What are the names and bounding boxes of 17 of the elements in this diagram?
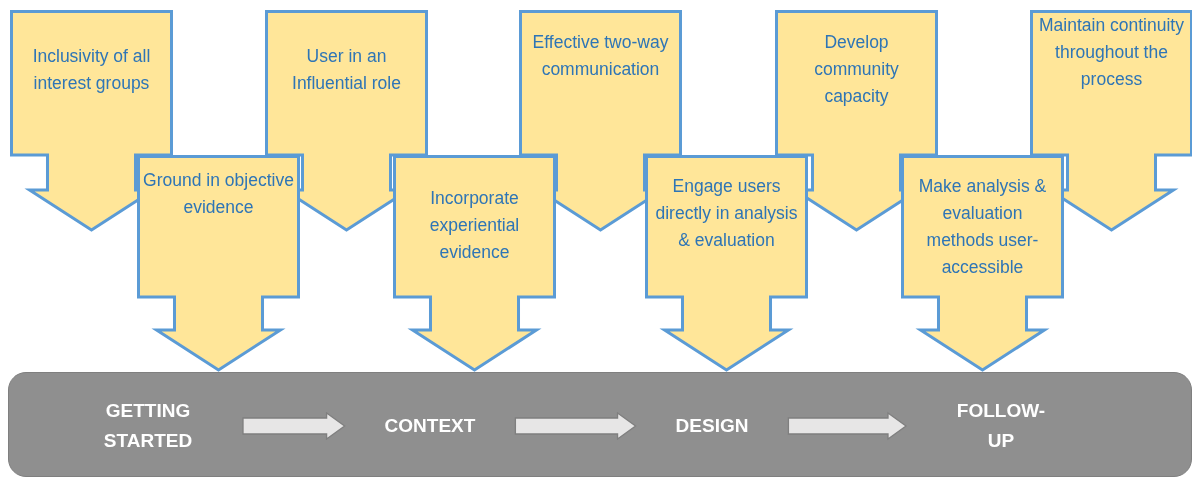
principle-text: Incorporate experiential evidence [428, 187, 521, 264]
block-arrow [787, 411, 908, 441]
principle-text: Engage users directly in analysis & evaluation [654, 175, 799, 252]
principle-text: Maintain continuity throughout the process [1038, 14, 1185, 91]
block-arrow [242, 411, 346, 441]
principle-text: User in an Influential role [291, 45, 402, 95]
principle-text: Inclusivity of all interest groups [31, 45, 152, 95]
stage-title: CONTEXT [384, 414, 476, 438]
stage-title: GETTING STARTED [102, 399, 194, 453]
stage-bar [8, 372, 1192, 477]
principle-text: Ground in objective evidence [143, 169, 294, 219]
block-arrow [514, 411, 637, 441]
stage-title: DESIGN [675, 414, 749, 438]
principle-text: Develop community capacity [813, 31, 900, 108]
principle-text: Effective two-way communication [531, 31, 670, 81]
principle-text: Make analysis & evaluation methods user-accessible [917, 175, 1048, 279]
stage-title: FOLLOW-UP [955, 399, 1047, 453]
